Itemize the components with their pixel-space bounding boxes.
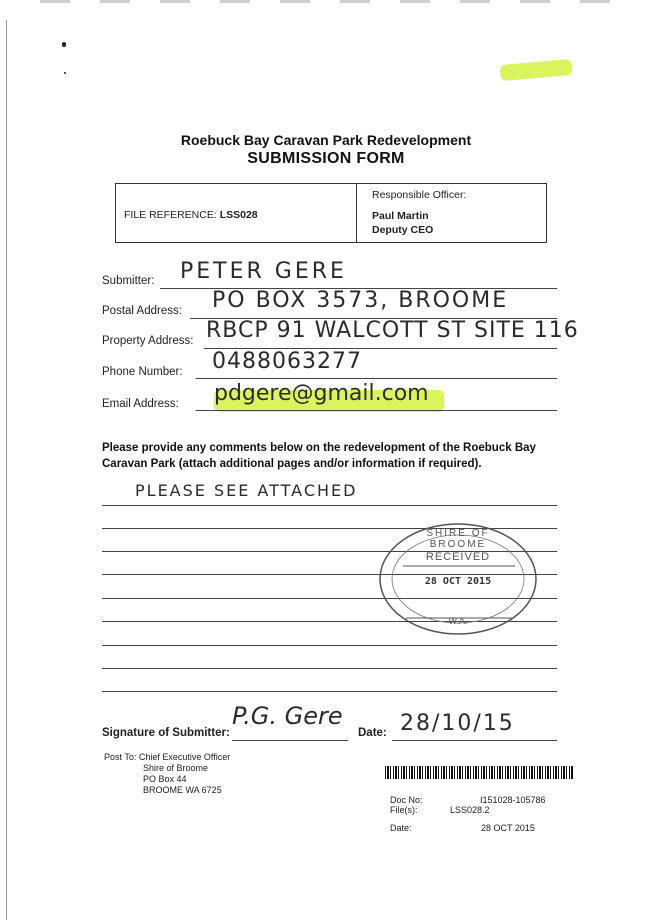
barcode-icon (385, 766, 573, 779)
stamp-outline-icon (379, 523, 537, 635)
comment-line-7 (102, 645, 557, 646)
form-subtitle: SUBMISSION FORM (247, 150, 405, 167)
highlighter-mark (499, 58, 573, 82)
file-reference: FILE REFERENCE: LSS028 (124, 209, 258, 221)
file-reference-value: LSS028 (219, 209, 258, 221)
stamp-date: 28 OCT 2015 (424, 576, 492, 587)
reference-divider (356, 184, 357, 242)
signature-value: P.G. Gere (232, 702, 343, 730)
stamp-top-text: SHIRE OF BROOME (426, 528, 490, 550)
property-address-label: Property Address: (102, 335, 194, 347)
email-address-value: pdgere@gmail.com (214, 381, 429, 406)
comment-line-8 (102, 668, 557, 669)
received-stamp: SHIRE OF BROOME RECEIVED 28 OCT 2015 W.A… (378, 522, 538, 636)
scan-speck (62, 42, 66, 47)
comment-line-2 (102, 528, 557, 529)
date-label: Date: (358, 727, 387, 739)
file-reference-label: FILE REFERENCE: (124, 209, 217, 221)
post-to-line-4: BROOME WA 6725 (143, 785, 222, 795)
record-date-value: 28 OCT 2015 (481, 823, 535, 833)
postal-address-line (190, 318, 557, 319)
scan-speck (64, 72, 66, 74)
comment-line-5 (102, 598, 557, 599)
stamp-received: RECEIVED (425, 551, 491, 563)
reference-box: FILE REFERENCE: LSS028 Responsible Offic… (115, 183, 547, 243)
scan-artifact-top (40, 0, 610, 3)
email-address-label: Email Address: (102, 398, 179, 410)
submitter-line (160, 288, 557, 289)
date-value: 28/10/15 (400, 711, 515, 736)
doc-no-label: Doc No: (390, 795, 423, 805)
post-to-line-3: PO Box 44 (143, 774, 187, 784)
submitter-value: PETER GERE (180, 259, 347, 284)
postal-address-label: Postal Address: (102, 305, 182, 317)
responsible-officer-label: Responsible Officer: (372, 189, 467, 201)
comment-line-4 (102, 574, 557, 575)
email-highlight (214, 390, 444, 412)
files-label: File(s): (390, 805, 418, 815)
signature-label: Signature of Submitter: (102, 727, 230, 739)
comment-line-3 (102, 551, 557, 552)
comments-instructions: Please provide any comments below on the… (102, 442, 536, 470)
doc-no-value: I151028-105786 (480, 795, 546, 805)
comment-line-9 (102, 691, 557, 692)
post-to-line-2: Shire of Broome (143, 763, 209, 773)
phone-number-line (196, 378, 557, 379)
property-address-value: RBCP 91 WALCOTT ST SITE 116 (206, 318, 579, 343)
post-to-line-1: Post To: Chief Executive Officer (104, 752, 231, 762)
comment-line-1 (102, 505, 557, 506)
signature-line (232, 740, 348, 741)
phone-number-value: 0488063277 (212, 349, 362, 374)
officer-title: Deputy CEO (372, 224, 434, 236)
date-line (392, 740, 557, 741)
record-date-label: Date: (390, 823, 412, 833)
officer-name: Paul Martin (372, 210, 429, 222)
submitter-label: Submitter: (102, 275, 155, 287)
comment-text: PLEASE SEE ATTACHED (135, 481, 358, 500)
postal-address-value: PO BOX 3573, BROOME (212, 288, 509, 313)
files-value: LSS028.2 (450, 805, 490, 815)
property-address-line (204, 348, 557, 349)
comment-line-6 (102, 621, 557, 622)
phone-number-label: Phone Number: (102, 366, 183, 378)
scan-edge (6, 20, 7, 920)
stamp-bottom: W.A. (448, 616, 468, 626)
email-address-line (196, 410, 557, 411)
form-title: Roebuck Bay Caravan Park Redevelopment (180, 132, 472, 148)
